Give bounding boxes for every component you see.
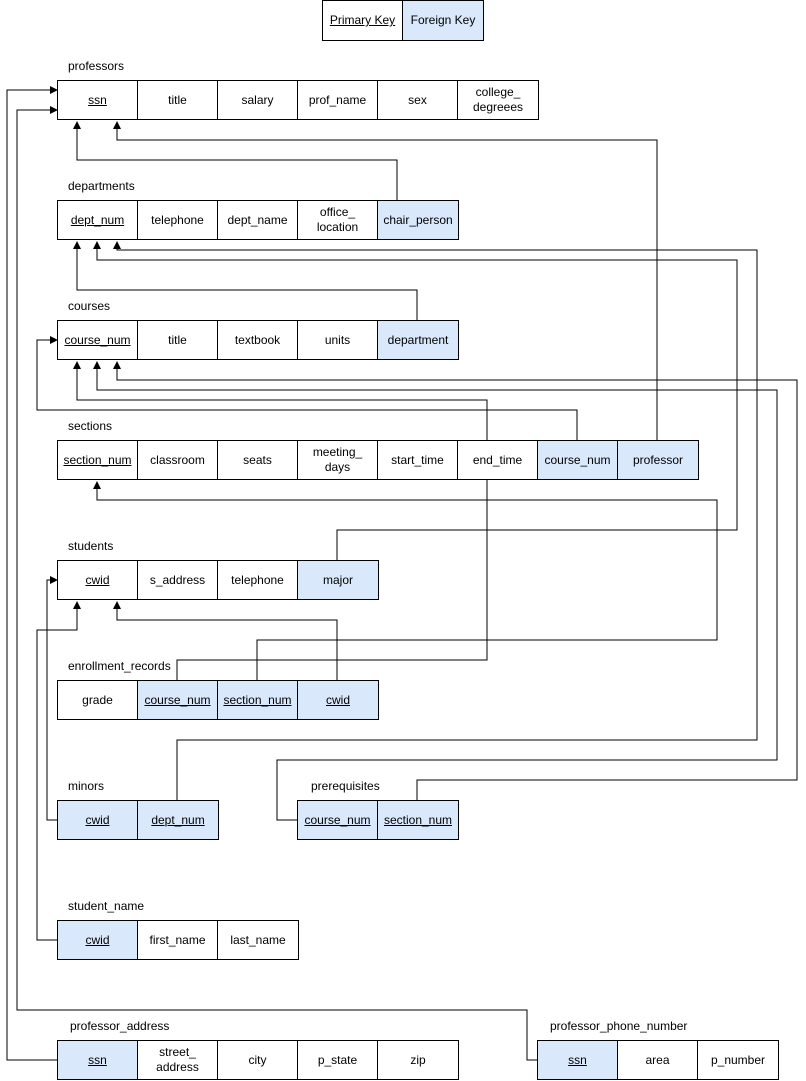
table-title-student-name: student_name xyxy=(68,899,145,913)
table-title-enrollment-records: enrollment_records xyxy=(68,659,171,673)
column-start-time: start_time xyxy=(378,441,458,479)
link-minor-cwid-to-students-cwid xyxy=(46,576,58,821)
link-prof-address-ssn-to-professors-ssn xyxy=(6,86,58,1061)
legend-foreign-key: Foreign Key xyxy=(403,1,483,40)
column-telephone: telephone xyxy=(138,201,218,239)
table-title-departments: departments xyxy=(68,179,135,193)
column-title: title xyxy=(138,81,218,119)
table-title-prerequisites: prerequisites xyxy=(311,779,380,793)
table-title-sections: sections xyxy=(68,419,113,433)
column-ssn: ssn xyxy=(58,81,138,119)
table-title-students: students xyxy=(68,539,114,553)
legend-primary-key: Primary Key xyxy=(323,1,403,40)
column-cwid: cwid xyxy=(58,921,138,959)
column-major: major xyxy=(298,561,378,599)
column-section-num: section_num xyxy=(378,801,458,839)
column-street-address: street_ address xyxy=(138,1041,218,1079)
column-course-num: course_num xyxy=(58,321,138,359)
column-title: title xyxy=(138,321,218,359)
column-course-num: course_num xyxy=(298,801,378,839)
column-section-num: section_num xyxy=(58,441,138,479)
column-section-num: section_num xyxy=(218,681,298,719)
column-textbook: textbook xyxy=(218,321,298,359)
column-ssn: ssn xyxy=(538,1041,618,1079)
column-city: city xyxy=(218,1041,298,1079)
table-departments: dept_num telephone dept_name office_ loc… xyxy=(57,200,459,240)
column-s-address: s_address xyxy=(138,561,218,599)
link-section-professor-to-professors-ssn xyxy=(113,121,658,440)
column-course-num: course_num xyxy=(138,681,218,719)
column-salary: salary xyxy=(218,81,298,119)
column-dept-num: dept_num xyxy=(58,201,138,239)
column-college-degrees: college_ degreees xyxy=(458,81,538,119)
table-professor-address: ssn street_ address city p_state zip xyxy=(57,1040,459,1080)
column-dept-num: dept_num xyxy=(138,801,218,839)
table-sections: section_num classroom seats meeting_ day… xyxy=(57,440,699,480)
table-title-minors: minors xyxy=(68,779,105,793)
column-end-time: end_time xyxy=(458,441,538,479)
column-area: area xyxy=(618,1041,698,1079)
column-office-location: office_ location xyxy=(298,201,378,239)
column-cwid: cwid xyxy=(58,801,138,839)
column-classroom: classroom xyxy=(138,441,218,479)
column-zip: zip xyxy=(378,1041,458,1079)
table-students: cwid s_address telephone major xyxy=(57,560,379,600)
column-last-name: last_name xyxy=(218,921,298,959)
table-minors: cwid dept_num xyxy=(57,800,219,840)
table-courses: course_num title textbook units departme… xyxy=(57,320,459,360)
table-student-name: cwid first_name last_name xyxy=(57,920,299,960)
column-chair-person: chair_person xyxy=(378,201,458,239)
link-student-name-cwid-to-students-cwid xyxy=(36,601,81,941)
column-dept-name: dept_name xyxy=(218,201,298,239)
column-p-state: p_state xyxy=(298,1041,378,1079)
column-ssn: ssn xyxy=(58,1041,138,1079)
table-enrollment-records: grade course_num section_num cwid xyxy=(57,680,379,720)
column-p-number: p_number xyxy=(698,1041,778,1079)
column-department: department xyxy=(378,321,458,359)
column-grade: grade xyxy=(58,681,138,719)
column-meeting-days: meeting_ days xyxy=(298,441,378,479)
link-student-major-to-dept-num xyxy=(93,241,738,560)
column-professor: professor xyxy=(618,441,698,479)
table-title-professors: professors xyxy=(68,59,125,73)
link-enroll-course-to-course-num xyxy=(73,361,488,680)
column-telephone: telephone xyxy=(218,561,298,599)
column-course-num: course_num xyxy=(538,441,618,479)
table-prerequisites: course_num section_num xyxy=(297,800,459,840)
column-cwid: cwid xyxy=(298,681,378,719)
column-prof-name: prof_name xyxy=(298,81,378,119)
column-sex: sex xyxy=(378,81,458,119)
table-title-professor-phone-number: professor_phone_number xyxy=(550,1019,688,1033)
table-title-professor-address: professor_address xyxy=(70,1019,170,1033)
link-course-department-to-dept-num xyxy=(73,241,418,320)
column-seats: seats xyxy=(218,441,298,479)
table-professors: ssn title salary prof_name sex college_ … xyxy=(57,80,539,120)
legend: Primary Key Foreign Key xyxy=(322,0,484,41)
table-title-courses: courses xyxy=(68,299,111,313)
column-first-name: first_name xyxy=(138,921,218,959)
column-units: units xyxy=(298,321,378,359)
table-professor-phone-number: ssn area p_number xyxy=(537,1040,779,1080)
column-cwid: cwid xyxy=(58,561,138,599)
